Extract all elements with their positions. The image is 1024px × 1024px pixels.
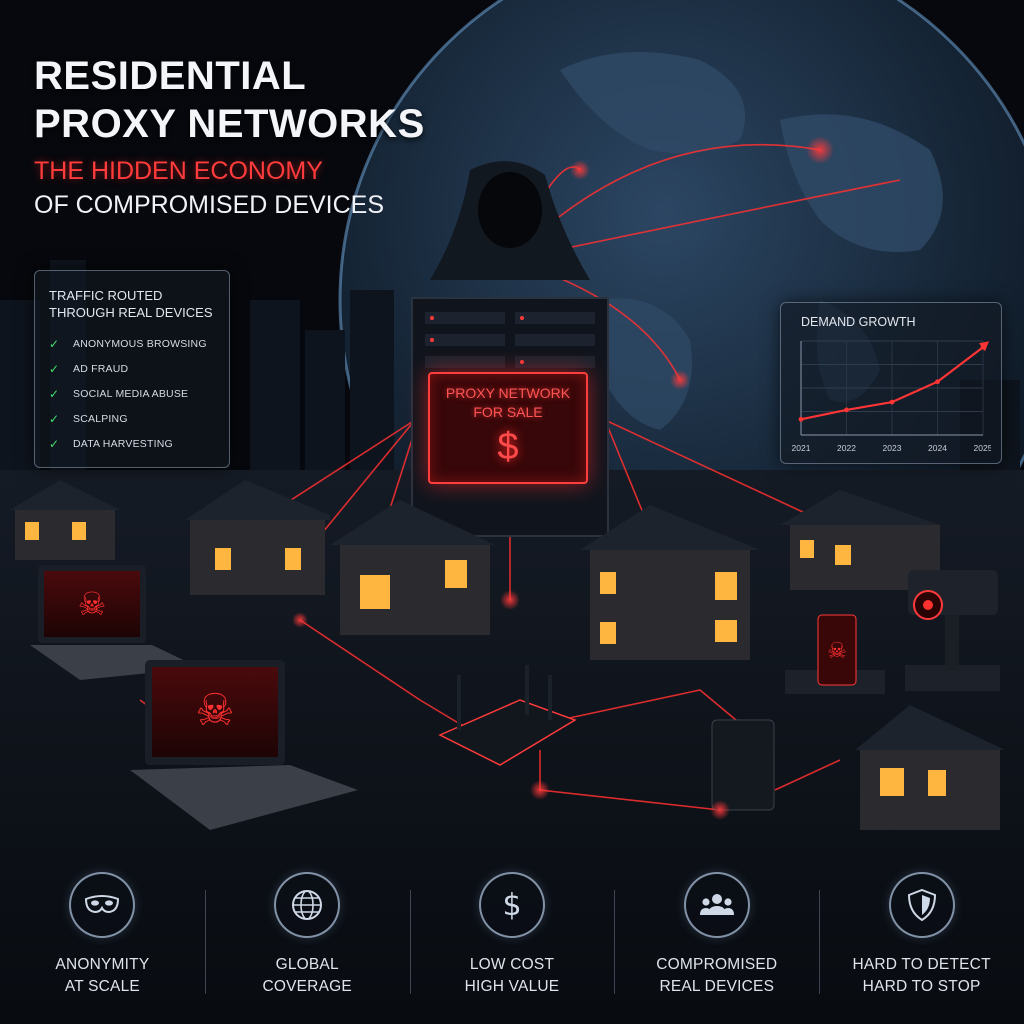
city-skyline <box>0 260 1020 520</box>
traffic-heading: TRAFFIC ROUTED THROUGH REAL DEVICES <box>49 287 215 321</box>
feature-icon-circle <box>274 872 341 938</box>
x-tick-label: 2021 <box>792 443 811 453</box>
svg-text:☠: ☠ <box>195 686 234 735</box>
title-line-2: PROXY NETWORKS <box>34 102 425 146</box>
sale-sign-line-2: FOR SALE <box>473 404 543 420</box>
globe-icon <box>292 890 323 920</box>
router-device <box>438 665 577 766</box>
features-row: ANONYMITY AT SCALE GLOBAL COVERAGE $ LOW… <box>0 872 1024 1012</box>
list-item-label: ANONYMOUS BROWSING <box>73 337 207 350</box>
feature-label-line-1: COMPROMISED <box>656 956 778 973</box>
dollar-sign-icon: $ <box>497 426 519 468</box>
tablet-device <box>711 719 775 811</box>
check-icon: ✓ <box>49 336 60 351</box>
feature-label-line-1: LOW COST <box>469 956 555 973</box>
list-item-label: DATA HARVESTING <box>73 437 173 450</box>
users-icon <box>699 894 734 915</box>
title-line-1: RESIDENTIAL <box>34 54 307 98</box>
subtitle-highlight: THE HIDDEN ECONOMY <box>34 157 323 185</box>
svg-text:$: $ <box>502 888 521 923</box>
feature-label-line-2: HARD TO STOP <box>862 978 981 995</box>
feature-hard-to-detect: HARD TO DETECT HARD TO STOP <box>819 872 1024 1012</box>
hooded-figure <box>430 161 590 280</box>
traffic-list: ✓ ANONYMOUS BROWSING ✓ AD FRAUD ✓ SOCIAL ME… <box>49 331 215 456</box>
list-item-label: SOCIAL MEDIA ABUSE <box>73 387 189 400</box>
feature-label-line-1: ANONYMITY <box>55 956 150 973</box>
list-item: ✓ SOCIAL MEDIA ABUSE <box>49 381 215 406</box>
compromised-phone: ☠ <box>785 614 885 694</box>
feature-global-coverage: GLOBAL COVERAGE <box>204 872 410 1012</box>
feature-label: HARD TO DETECT HARD TO STOP <box>852 954 990 998</box>
demand-growth-panel: DEMAND GROWTH 2021 2022 2023 2024 2025 <box>780 302 1002 464</box>
check-icon: ✓ <box>49 361 60 376</box>
compromised-laptop-2: ☠ <box>130 660 358 830</box>
data-point <box>798 416 804 422</box>
sale-sign-line-1: PROXY NETWORK <box>445 385 571 401</box>
feature-low-cost: $ LOW COST HIGH VALUE <box>409 872 615 1012</box>
feature-label: LOW COST HIGH VALUE <box>465 954 560 998</box>
data-point <box>844 407 849 413</box>
feature-label-line-1: GLOBAL <box>275 956 339 973</box>
mask-icon <box>85 895 120 914</box>
feature-label: ANONYMITY AT SCALE <box>55 954 149 998</box>
feature-icon-circle <box>683 872 750 938</box>
title-block: RESIDENTIAL PROXY NETWORKS THE HIDDEN EC… <box>34 52 454 222</box>
feature-label-line-2: REAL DEVICES <box>659 978 775 995</box>
x-tick-label: 2024 <box>928 443 947 453</box>
traffic-heading-line-2: THROUGH REAL DEVICES <box>49 305 213 320</box>
feature-label-line-2: COVERAGE <box>262 978 352 995</box>
check-icon: ✓ <box>49 436 60 451</box>
shield-icon <box>907 888 936 922</box>
feature-label-line-2: AT SCALE <box>64 978 140 995</box>
feature-label-line-1: HARD TO DETECT <box>852 956 991 973</box>
feature-icon-circle: $ <box>478 872 545 938</box>
list-item-label: SCALPING <box>73 412 128 425</box>
feature-compromised-devices: COMPROMISED REAL DEVICES <box>614 872 819 1012</box>
svg-text:☠: ☠ <box>78 586 107 622</box>
feature-anonymity: ANONYMITY AT SCALE <box>0 872 205 1012</box>
list-item: ✓ SCALPING <box>49 406 215 431</box>
data-point <box>935 379 940 385</box>
feature-icon-circle <box>69 872 136 938</box>
demand-growth-chart: 2021 2022 2023 2024 2025 <box>792 340 991 453</box>
security-camera <box>905 570 1000 691</box>
dollar-icon: $ <box>502 888 521 923</box>
data-point <box>889 399 895 405</box>
trend-arrow-icon <box>979 341 989 352</box>
x-tick-label: 2022 <box>837 443 856 453</box>
check-icon: ✓ <box>49 411 60 426</box>
chart-title: DEMAND GROWTH <box>801 315 916 329</box>
svg-text:☠: ☠ <box>827 638 847 663</box>
feature-label: COMPROMISED REAL DEVICES <box>656 954 777 998</box>
houses <box>10 480 1005 830</box>
list-item: ✓ AD FRAUD <box>49 356 215 381</box>
subtitle: OF COMPROMISED DEVICES <box>34 191 385 219</box>
x-tick-label: 2025 <box>974 443 991 453</box>
traffic-heading-line-1: TRAFFIC ROUTED <box>49 288 163 303</box>
feature-icon-circle <box>888 872 955 938</box>
list-item-label: AD FRAUD <box>73 362 129 375</box>
check-icon: ✓ <box>49 386 60 401</box>
list-item: ✓ DATA HARVESTING <box>49 431 215 456</box>
feature-label: GLOBAL COVERAGE <box>262 954 351 998</box>
network-nodes <box>292 136 834 820</box>
compromised-laptop-1: ☠ <box>30 565 200 680</box>
list-item: ✓ ANONYMOUS BROWSING <box>49 331 215 356</box>
proxy-sale-sign: PROXY NETWORK FOR SALE $ <box>428 372 588 484</box>
feature-label-line-2: HIGH VALUE <box>464 978 560 995</box>
traffic-panel: TRAFFIC ROUTED THROUGH REAL DEVICES ✓ ANO… <box>34 270 230 468</box>
x-tick-label: 2023 <box>883 443 902 453</box>
